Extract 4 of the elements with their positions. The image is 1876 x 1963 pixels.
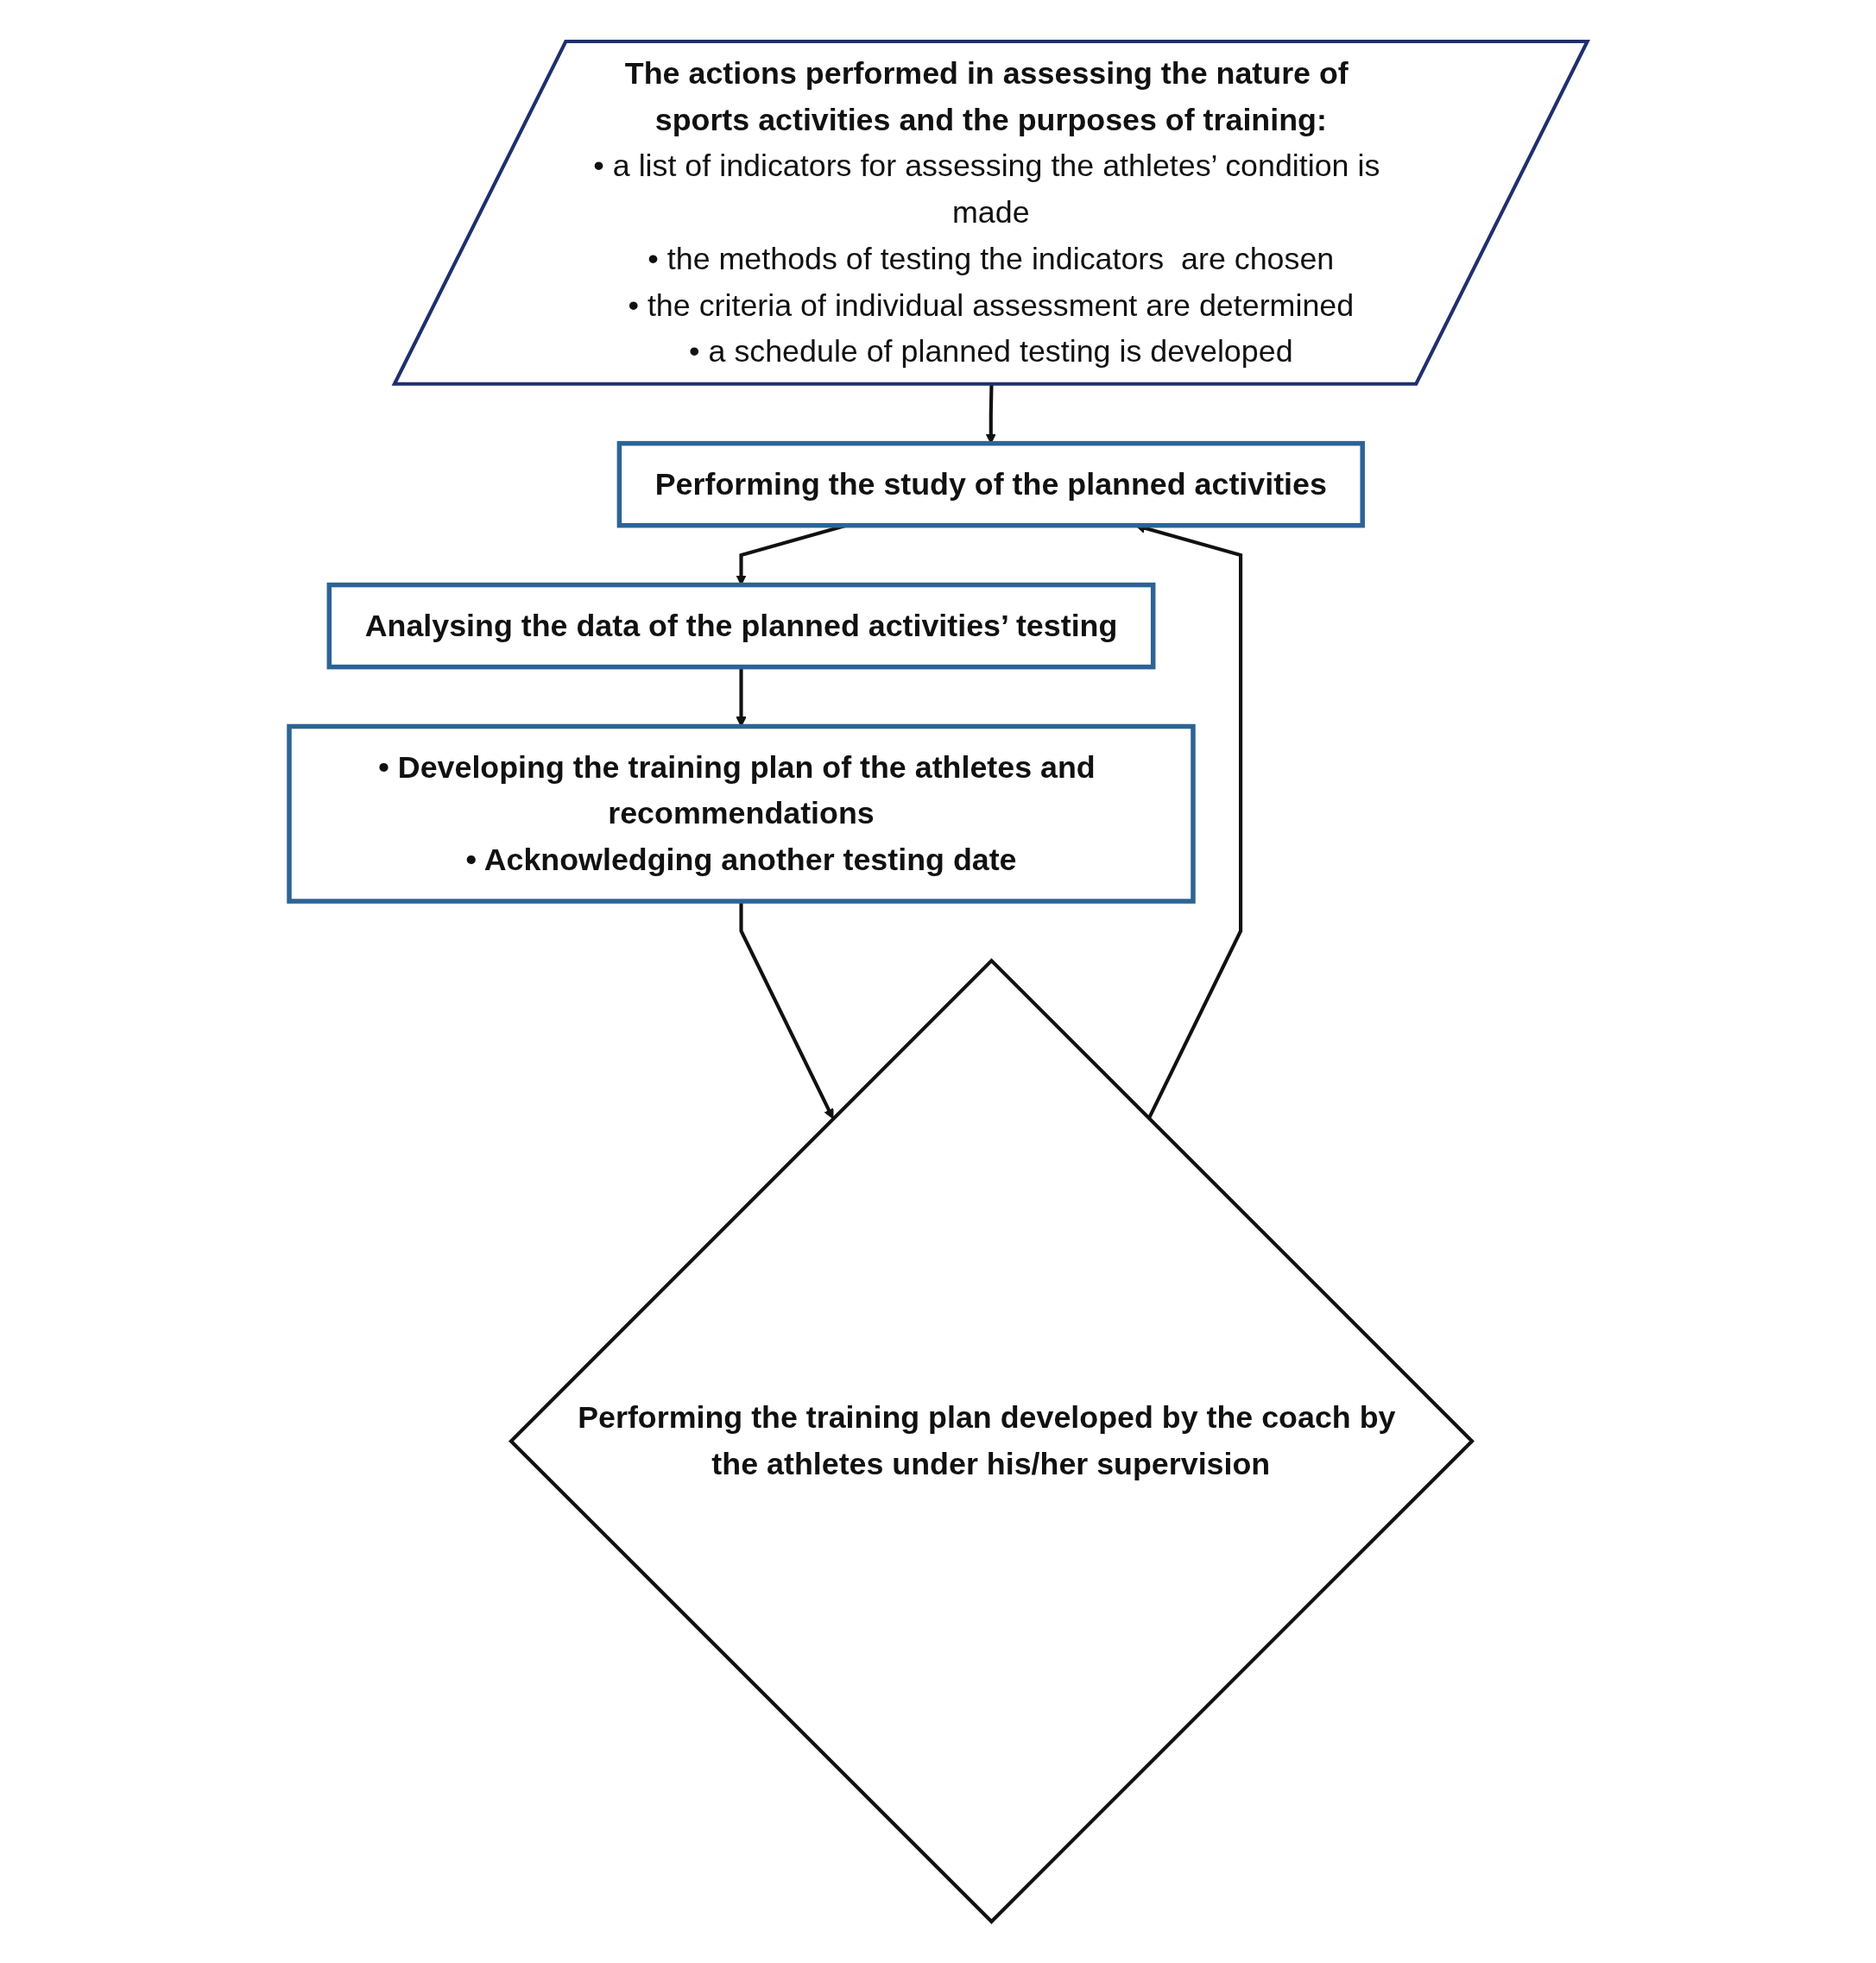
node-box: Performing the study of the planned activities — [616, 440, 1365, 528]
node-box: • Developing the training plan of the athletes and recommendations • Acknowledging another testing date — [286, 723, 1196, 904]
node-diamond: Performing the training plan developed by the coach by the athletes under his/her supervision — [508, 957, 1475, 1924]
node-box: Analysing the data of the planned activities’ testing — [326, 582, 1156, 670]
